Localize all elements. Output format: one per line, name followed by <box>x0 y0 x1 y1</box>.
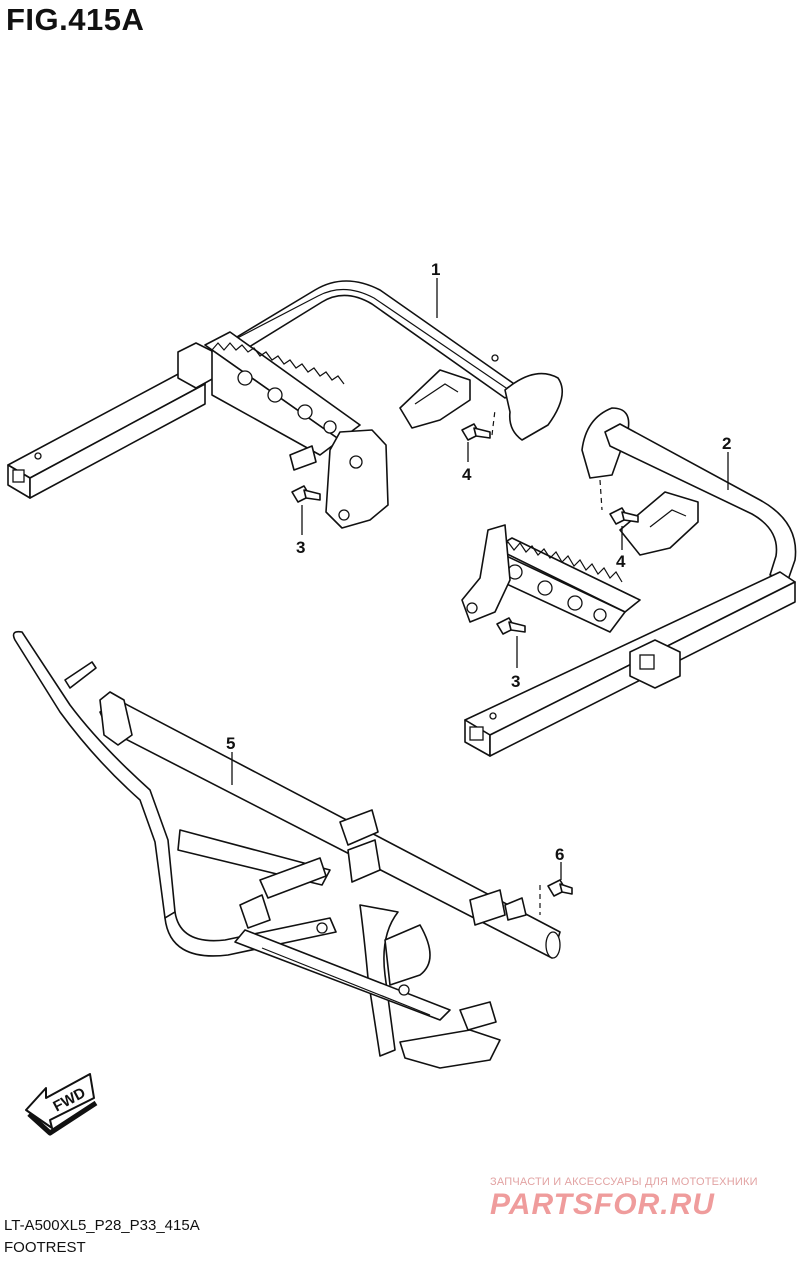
watermark-tagline: ЗАПЧАСТИ И АКСЕССУАРЫ ДЛЯ МОТОТЕХНИКИ <box>490 1176 758 1188</box>
callout-4-right: 4 <box>616 552 626 571</box>
figure-name: FOOTREST <box>4 1239 86 1256</box>
fwd-arrow-icon: FWD <box>25 1073 98 1136</box>
part-5-lower-frame[interactable] <box>12 630 561 1069</box>
callout-3-right: 3 <box>511 672 520 691</box>
figure-title: FIG.415A <box>6 2 145 37</box>
bolt-4-left[interactable] <box>461 423 491 441</box>
callout-3-left: 3 <box>296 538 305 557</box>
part-2-right-footrest-bar[interactable] <box>461 407 797 757</box>
callout-5: 5 <box>226 734 235 753</box>
callout-2: 2 <box>722 434 731 453</box>
watermark-logo: PARTSFOR.RU <box>490 1188 715 1221</box>
bolt-6[interactable] <box>547 879 573 897</box>
callout-1: 1 <box>431 260 440 279</box>
bolt-4-right[interactable] <box>609 507 639 525</box>
part-1-left-footrest-bar[interactable] <box>7 280 564 529</box>
bolt-3-left[interactable] <box>291 485 321 503</box>
callout-4-left: 4 <box>462 465 472 484</box>
bolt-3-right[interactable] <box>496 617 526 635</box>
figure-code: LT-A500XL5_P28_P33_415A <box>4 1217 200 1234</box>
callout-6: 6 <box>555 845 564 864</box>
